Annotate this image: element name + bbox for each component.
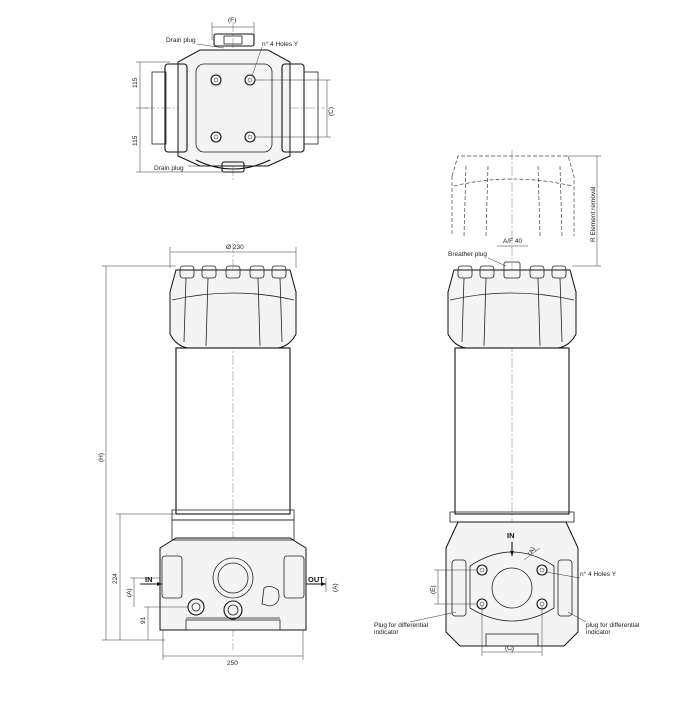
element-removal-ghost	[451, 155, 575, 237]
drain-plug-bottom-label: Drain plug	[154, 165, 184, 172]
plug-right-line1: plug for differential	[586, 622, 640, 629]
mounting-holes	[210, 74, 256, 143]
top-view: (F) Drain plug n° 4 Holes Y Drain plug	[132, 17, 335, 182]
outlet-label: OUT	[308, 575, 324, 584]
breather-plug-label: Breather plug	[448, 251, 487, 258]
dim-91-label: 91	[140, 616, 147, 624]
front-view: Ø 230	[98, 243, 339, 667]
side-dim-a: (A)	[527, 546, 537, 557]
side-dim-c: (C)	[505, 645, 514, 652]
dim-115-upper: 115	[132, 77, 139, 88]
dim-a-front-left: (A)	[126, 588, 133, 597]
dim-115-lower: 115	[132, 135, 139, 146]
dim-c-top: (C)	[328, 107, 335, 116]
width-250-label: 250	[227, 660, 238, 667]
dim-f-label: (F)	[228, 17, 236, 24]
inlet-label: IN	[145, 575, 153, 584]
dim-224-label: 224	[112, 573, 119, 584]
side-inlet-label: IN	[507, 531, 515, 540]
plug-right-line2: indicator	[586, 629, 611, 636]
dim-a-front-right: (A)	[332, 583, 339, 592]
drain-plug-top-label: Drain plug	[166, 37, 196, 44]
dim-h-label: (H)	[98, 453, 105, 462]
af-40-label: A/F 40	[503, 238, 523, 245]
plug-left-line1: Plug for differential	[374, 622, 429, 629]
dia-230-label: Ø 230	[226, 244, 244, 251]
holes-label-side: n° 4 Holes Y	[580, 570, 617, 578]
side-view: R Element removal A/F 40 Breather plug	[374, 150, 640, 656]
holes-label-top: n° 4 Holes Y	[262, 40, 299, 48]
element-removal-label: R Element removal	[590, 186, 597, 242]
plug-left-line2: indicator	[374, 629, 399, 636]
side-mounting-holes	[476, 564, 548, 610]
side-dim-e: (E)	[430, 585, 437, 594]
